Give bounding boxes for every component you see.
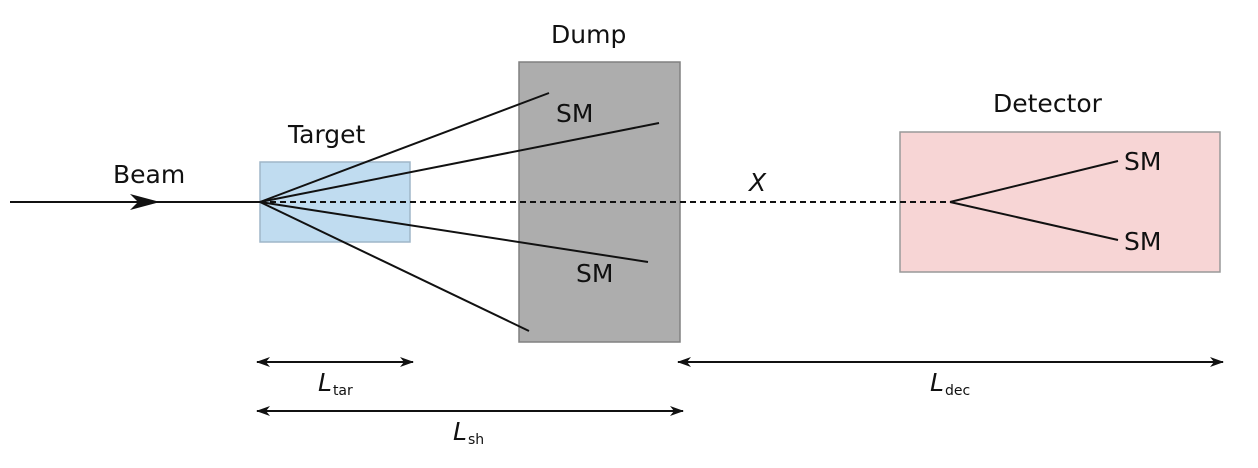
dump-label: Dump	[551, 20, 626, 49]
sm-ray-2	[259, 122, 660, 203]
sm-label-dump-bottom: SM	[576, 259, 613, 288]
sm-ray-1	[259, 92, 550, 203]
l-dec-label: Ldec	[930, 368, 970, 399]
target-label: Target	[287, 120, 366, 149]
detector-box	[899, 131, 1221, 273]
sm-ray-3	[259, 201, 649, 263]
l-sh-label: Lsh	[453, 417, 484, 448]
sm-label-detector-top: SM	[1124, 147, 1161, 176]
detector-label: Detector	[993, 89, 1103, 118]
sm-label-dump-top: SM	[556, 99, 593, 128]
sm-ray-4	[259, 201, 530, 332]
decay-ray-bottom	[949, 201, 1119, 241]
l-tar-label: Ltar	[318, 368, 353, 399]
decay-ray-top	[949, 160, 1119, 203]
sm-label-detector-bottom: SM	[1124, 227, 1161, 256]
beam-label: Beam	[113, 160, 185, 189]
x-particle-label: X	[747, 168, 767, 197]
